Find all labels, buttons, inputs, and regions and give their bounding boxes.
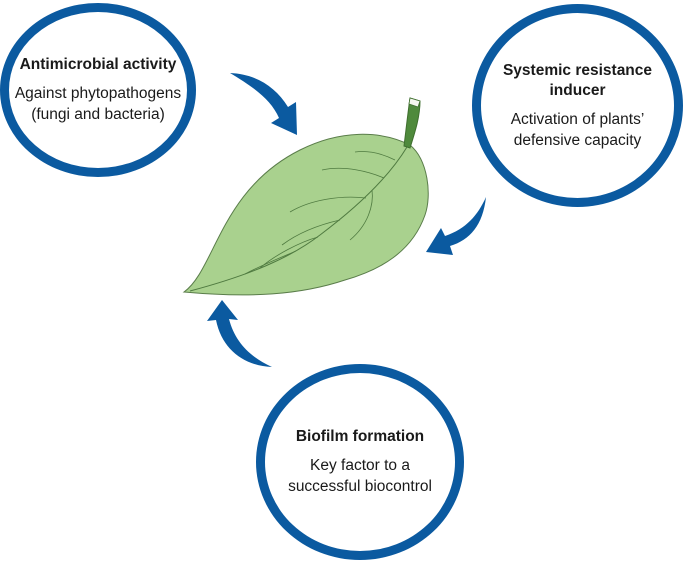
systemic-desc-line: Activation of plants’ <box>510 110 645 128</box>
systemic-resistance-node: Systemic resistance inducer Activation o… <box>472 4 683 207</box>
antimicrobial-activity-node: Antimicrobial activity Against phytopath… <box>0 3 196 177</box>
leaf-icon <box>182 97 429 296</box>
antimicrobial-title: Antimicrobial activity <box>19 56 177 73</box>
leaf-vein <box>349 189 373 241</box>
biofilm-desc: Key factor to a successful biocontrol <box>275 455 445 497</box>
antimicrobial-desc-line: Against phytopathogens <box>14 85 182 102</box>
curved-arrow-icon <box>230 73 297 135</box>
systemic-title-line: Systemic resistance <box>502 61 653 79</box>
systemic-title: Systemic resistance inducer <box>493 61 663 101</box>
leaf-vein <box>289 196 367 213</box>
leaf-vein <box>244 250 297 275</box>
stem-cut <box>408 97 421 108</box>
leaf-midrib <box>189 146 408 292</box>
biofilm-desc-line: Key factor to a <box>310 457 410 474</box>
systemic-desc-line: defensive capacity <box>513 131 642 149</box>
systemic-desc: Activation of plants’ defensive capacity <box>493 109 663 151</box>
antimicrobial-desc-line: (fungi and bacteria) <box>31 106 165 123</box>
systemic-title-line: inducer <box>549 81 606 99</box>
biofilm-text: Biofilm formation Key factor to a succes… <box>275 427 445 497</box>
leaf-vein <box>281 219 341 246</box>
antimicrobial-text: Antimicrobial activity Against phytopath… <box>13 55 183 125</box>
leaf-blade <box>182 133 429 296</box>
biofilm-formation-node: Biofilm formation Key factor to a succes… <box>256 364 464 560</box>
leaf-vein <box>354 151 396 161</box>
leaf-vein <box>321 167 385 179</box>
leaf-stem <box>403 97 421 149</box>
curved-arrow-icon <box>426 197 486 255</box>
systemic-text: Systemic resistance inducer Activation o… <box>493 61 663 151</box>
biofilm-title: Biofilm formation <box>295 428 425 445</box>
biofilm-desc-line: successful biocontrol <box>288 478 432 495</box>
curved-arrow-icon <box>207 300 272 367</box>
antimicrobial-desc: Against phytopathogens (fungi and bacter… <box>13 83 183 125</box>
